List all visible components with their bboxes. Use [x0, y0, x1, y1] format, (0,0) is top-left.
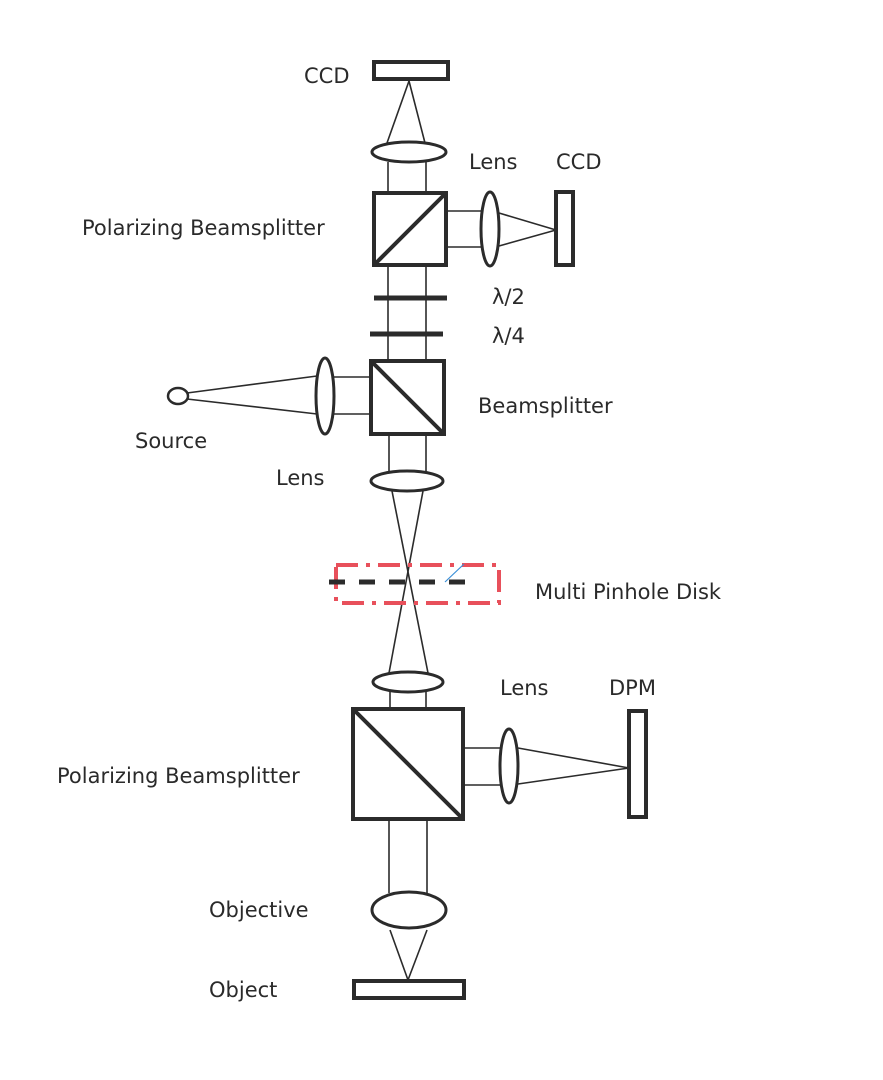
ccd-right: [554, 190, 575, 267]
label-quarter-wave: λ/4: [492, 324, 525, 348]
lens-bottom: [371, 670, 445, 694]
lens-mid: [369, 469, 445, 493]
label-lens-top-right: Lens: [469, 150, 518, 174]
beam-right-cone-lower: [498, 229, 557, 247]
label-dpm: DPM: [609, 676, 656, 700]
label-source: Source: [135, 429, 207, 453]
beam-top-cone-left: [386, 80, 410, 144]
label-objective: Objective: [209, 898, 309, 922]
beam-focus-b: [388, 490, 424, 674]
label-pbs-top: Polarizing Beamsplitter: [82, 216, 325, 240]
dpm: [627, 709, 648, 819]
label-pbs-bottom: Polarizing Beamsplitter: [57, 764, 300, 788]
beam-top-cone-right: [408, 80, 426, 144]
objective-lens: [370, 890, 448, 930]
label-ccd-top: CCD: [304, 64, 350, 88]
label-half-wave: λ/2: [492, 285, 525, 309]
label-pinhole-disk: Multi Pinhole Disk: [535, 580, 722, 604]
pbs-bottom-diagonal: [353, 709, 463, 819]
beam-objective-cone-left: [389, 929, 409, 981]
pinhole-disk-marker: [444, 563, 465, 583]
lens-source: [314, 356, 336, 436]
ccd-top: [372, 60, 450, 81]
lens-top: [370, 140, 448, 164]
source: [166, 386, 190, 406]
beam-dpm-cone-upper: [517, 747, 630, 769]
lens-bottom-right: [498, 727, 520, 805]
label-object: Object: [209, 978, 277, 1002]
lens-top-right: [479, 190, 501, 268]
beam-objective-cone-right: [407, 929, 428, 981]
beam-source-lower: [186, 398, 318, 415]
beam-right-cone-upper: [498, 212, 557, 231]
beam-focus-a: [391, 490, 429, 674]
label-beamsplitter: Beamsplitter: [478, 394, 613, 418]
label-lens-bottom-right: Lens: [500, 676, 549, 700]
object: [352, 979, 466, 1000]
pbs-top-diagonal: [374, 193, 446, 265]
label-ccd-right: CCD: [556, 150, 602, 174]
label-lens-mid: Lens: [276, 466, 325, 490]
beamsplitter-diagonal: [371, 361, 444, 434]
beam-source-upper: [186, 375, 318, 394]
beam-dpm-cone-lower: [517, 767, 630, 785]
